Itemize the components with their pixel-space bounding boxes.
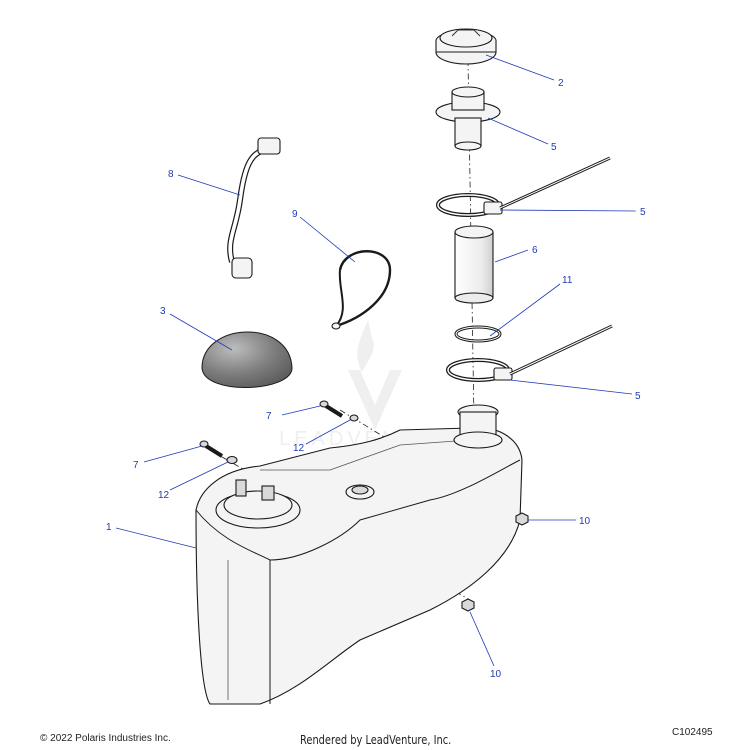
filler-hose bbox=[454, 225, 494, 304]
washer-lower bbox=[226, 455, 238, 465]
callout-12-lower: 12 bbox=[158, 490, 170, 501]
callout-10-upper: 10 bbox=[579, 516, 591, 527]
seal-ring bbox=[331, 250, 392, 330]
bolt-lower bbox=[199, 440, 224, 458]
bolt-upper bbox=[319, 400, 344, 418]
fuel-cap bbox=[435, 28, 497, 65]
callout-6: 6 bbox=[532, 245, 538, 256]
nut-lower bbox=[461, 598, 475, 612]
callouts: 2 5 5 6 11 5 8 9 3 7 12 7 12 1 10 10 bbox=[106, 78, 646, 680]
callout-5-lower: 5 bbox=[635, 391, 641, 402]
filler-neck bbox=[435, 86, 501, 151]
leader-lines bbox=[115, 54, 637, 667]
rendered-by-text: Rendered by LeadVenture, Inc. bbox=[300, 733, 452, 747]
diagram-code: C102495 bbox=[672, 727, 713, 738]
callout-7-upper: 7 bbox=[266, 411, 272, 422]
copyright-text: © 2022 Polaris Industries Inc. bbox=[40, 733, 171, 744]
callout-4: 5 bbox=[551, 142, 557, 153]
nut-upper bbox=[515, 512, 529, 526]
callout-7-lower: 7 bbox=[133, 460, 139, 471]
callout-11: 11 bbox=[562, 275, 573, 286]
spring-clamp bbox=[454, 325, 502, 343]
callout-2: 2 bbox=[558, 78, 564, 89]
fuel-tank bbox=[195, 404, 523, 705]
callout-12-upper: 12 bbox=[293, 443, 305, 454]
callout-10-lower: 10 bbox=[490, 669, 502, 680]
washer-upper bbox=[349, 414, 359, 422]
hose-clamp-lower bbox=[446, 324, 613, 382]
hose-clamp-upper bbox=[436, 156, 611, 217]
callout-8: 8 bbox=[168, 169, 174, 180]
callout-3: 3 bbox=[160, 306, 166, 317]
callout-5-upper: 5 bbox=[640, 207, 646, 218]
callout-1: 1 bbox=[106, 522, 112, 533]
callout-9: 9 bbox=[292, 209, 298, 220]
vent-hose bbox=[227, 137, 281, 279]
